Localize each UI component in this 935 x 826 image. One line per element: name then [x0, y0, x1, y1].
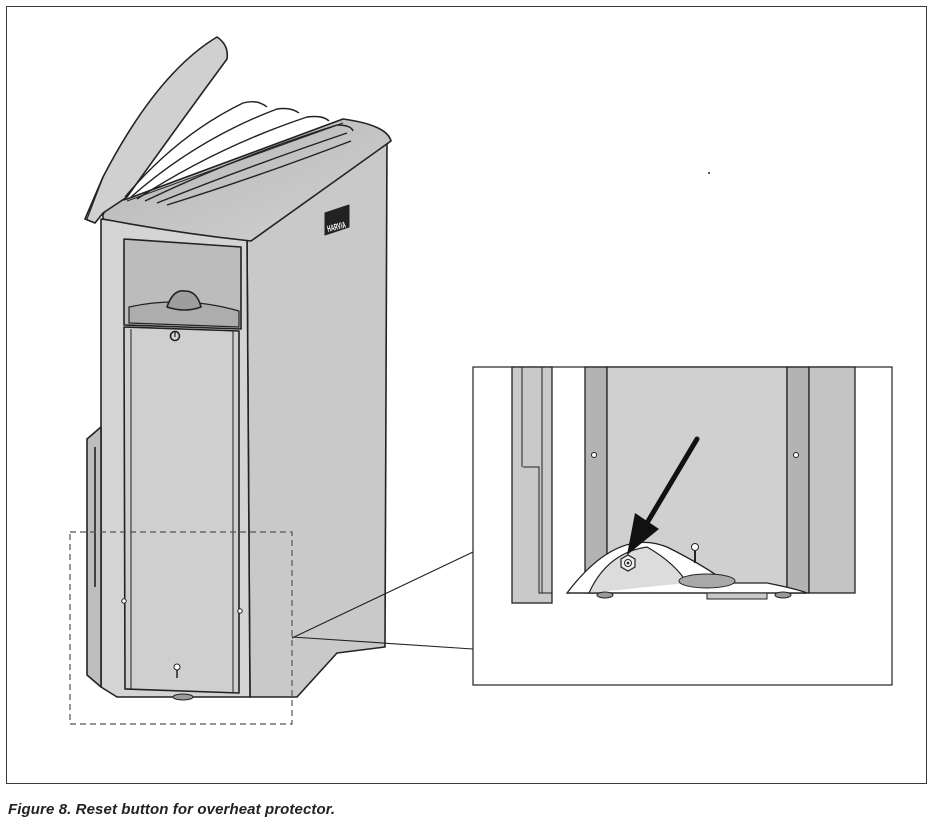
heater-foot	[172, 693, 194, 701]
figure-illustration: HARVIA	[69, 36, 893, 725]
brand-plate: HARVIA	[324, 204, 350, 236]
screw-left-icon	[121, 598, 127, 604]
screw-right-icon	[237, 608, 243, 614]
heater-left-flank	[86, 426, 102, 688]
heater-lid-cover	[84, 36, 229, 224]
callout-connector-lines	[291, 551, 474, 650]
pointer-arrow-icon	[627, 436, 700, 555]
figure-caption: Figure 8. Reset button for overheat prot…	[8, 801, 336, 818]
detail-screw-left-icon	[591, 452, 597, 458]
detail-screw-right-icon	[793, 452, 799, 458]
sauna-heater-drawing: HARVIA	[84, 36, 710, 701]
reset-button-icon	[620, 554, 636, 572]
stone-grid-rods	[124, 100, 354, 206]
highlight-region	[69, 531, 293, 725]
keyhole-icon	[173, 663, 181, 671]
detail-view	[472, 366, 893, 686]
detail-keyhole-icon	[691, 543, 699, 551]
brand-plate-text: HARVIA	[326, 219, 347, 235]
figure-frame: HARVIA	[6, 6, 927, 784]
heater-front-door	[123, 326, 240, 694]
heater-knob	[166, 290, 202, 311]
